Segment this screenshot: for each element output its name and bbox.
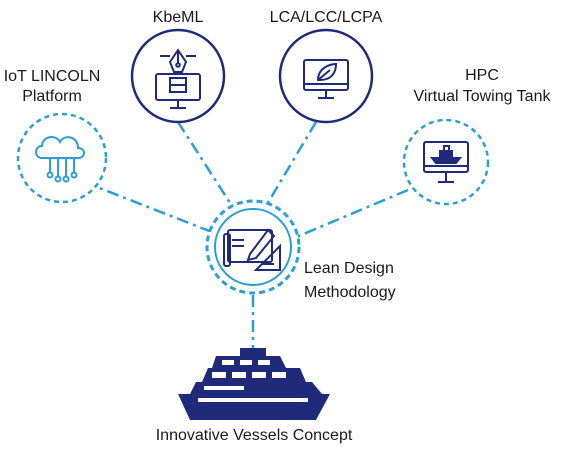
connector-hpc-lean: [293, 188, 409, 240]
yacht-icon: [178, 348, 330, 420]
node-lca-label: LCA/LCC/LCPA: [270, 9, 383, 26]
node-kbeml-label: KbeML: [153, 9, 204, 26]
connector-lca-lean: [264, 121, 318, 207]
node-iot: IoT LINCOLN Platform: [4, 68, 108, 204]
ship-monitor-icon: [423, 141, 469, 183]
yacht-windows: [198, 360, 308, 402]
node-kbeml-circle: [130, 28, 226, 124]
node-lca-circle: [278, 28, 374, 124]
node-lean-inner-circle: [214, 208, 292, 286]
node-lean-label-line1: Lean Design: [304, 260, 394, 277]
connector-iot-lean: [83, 180, 213, 234]
cloud-network-icon: [35, 136, 85, 183]
node-vessel-label: Innovative Vessels Concept: [156, 427, 353, 444]
blueprint-pencil-icon: [223, 228, 281, 271]
node-iot-label-line2: Platform: [22, 88, 82, 105]
pen-tool-monitor-icon: [155, 48, 201, 109]
connector-kbeml-lean: [176, 121, 234, 207]
node-vessel: Innovative Vessels Concept: [156, 348, 353, 444]
node-hpc-label-line1: HPC: [465, 67, 499, 84]
node-kbeml: KbeML: [130, 9, 226, 124]
node-hpc: HPC Virtual Towing Tank: [402, 67, 552, 206]
connectors: [83, 121, 409, 372]
node-hpc-label-line2: Virtual Towing Tank: [414, 88, 552, 105]
node-lca: LCA/LCC/LCPA: [270, 9, 383, 124]
node-lean-label-line2: Methodology: [304, 284, 396, 301]
node-iot-label-line1: IoT LINCOLN: [4, 68, 101, 85]
leaf-monitor-icon: [303, 59, 349, 99]
node-lean: Lean Design Methodology: [205, 199, 396, 301]
